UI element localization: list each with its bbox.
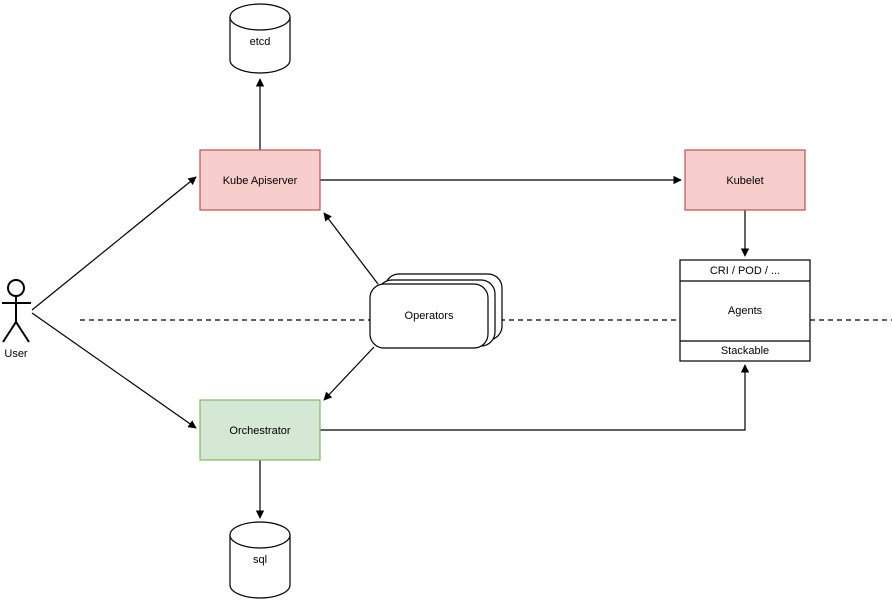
node-operators[interactable]: Operators — [369, 273, 503, 349]
node-etcd[interactable]: etcd — [229, 3, 291, 74]
node-agents-box[interactable]: CRI / POD / ... Agents Stackable — [679, 259, 811, 362]
actor-leg-right — [15, 321, 30, 343]
edge-operators-to-apiserver — [323, 212, 379, 285]
node-sql[interactable]: sql — [229, 521, 291, 599]
node-kubelet[interactable]: Kubelet — [684, 149, 806, 211]
edge-user-to-apiserver — [31, 176, 197, 311]
edge-operators-to-orchestrator — [323, 346, 375, 401]
node-user-actor[interactable]: User — [2, 279, 31, 360]
actor-head-icon — [7, 279, 25, 297]
operators-stack-front — [369, 283, 489, 349]
edge-orchestrator-to-stackable — [320, 364, 750, 431]
node-orchestrator[interactable]: Orchestrator — [199, 399, 321, 461]
actor-leg-left — [2, 321, 17, 343]
edge-user-to-orchestrator — [31, 312, 197, 429]
node-kube-apiserver[interactable]: Kube Apiserver — [199, 149, 321, 211]
node-user-label: User — [4, 348, 28, 360]
